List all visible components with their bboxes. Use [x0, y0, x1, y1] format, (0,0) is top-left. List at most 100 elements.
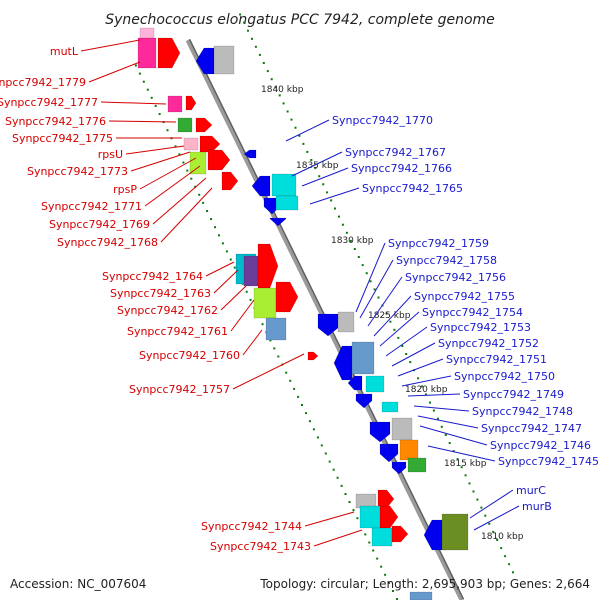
tick-dot: [460, 466, 463, 469]
left-gene-label: Synpcc7942_1771: [41, 200, 142, 213]
kbp-label: 1830 kbp: [331, 236, 374, 246]
left-gene-label: Synpcc7942_1761: [127, 325, 228, 338]
leader-line: [413, 405, 470, 412]
left-gene-label: Synpcc7942_1768: [57, 236, 158, 249]
tick-dot: [249, 298, 252, 301]
tick-dot: [425, 393, 427, 396]
tick-dot: [492, 530, 495, 533]
tick-dot: [166, 129, 169, 132]
gene-1780: [195, 47, 215, 75]
tick-dot: [282, 102, 285, 105]
leader-line: [469, 489, 514, 519]
tick-dot: [349, 239, 352, 242]
gene-1756: [333, 345, 353, 381]
tick-dot: [396, 598, 398, 600]
leader-line: [304, 511, 355, 527]
tick-dot: [452, 450, 455, 453]
tick-dot: [134, 64, 137, 67]
tick-dot: [417, 377, 420, 380]
tick-dot: [318, 175, 321, 178]
left-gene-label: rpsP: [113, 183, 137, 196]
left-gene-label: Synpcc7942_1763: [110, 287, 211, 300]
tick-dot: [476, 498, 479, 501]
gene-1767: [251, 175, 271, 197]
tick-dot: [270, 78, 273, 81]
tick-dot: [468, 482, 471, 485]
kbp-label: 1825 kbp: [368, 311, 411, 321]
tick-dot: [373, 288, 376, 291]
gene-red: [185, 95, 197, 111]
tick-dot: [210, 218, 213, 221]
tick-dot: [332, 468, 335, 471]
leader-line: [220, 285, 247, 311]
right-gene-label: Synpcc7942_1747: [481, 422, 582, 435]
tick-dot: [344, 493, 347, 495]
tick-dot: [392, 590, 394, 592]
tick-dot: [310, 159, 313, 161]
tick-dot: [444, 433, 447, 436]
right-gene-label: Synpcc7942_1770: [332, 114, 433, 127]
leader-line: [427, 445, 496, 462]
leader-line: [367, 276, 403, 327]
tick-dot: [251, 37, 253, 40]
gene-mutL-red: [157, 37, 181, 69]
left-gene-label: Synpcc7942_1757: [129, 383, 230, 396]
tick-dot: [440, 425, 443, 428]
left-gene-label: Synpcc7942_1776: [5, 115, 106, 128]
leader-line: [407, 393, 461, 397]
label-leader-lines: [80, 39, 520, 547]
leader-line: [139, 157, 197, 190]
tick-dot: [316, 436, 319, 439]
tick-dot: [142, 80, 145, 83]
right-gene-label: Synpcc7942_1745: [498, 455, 599, 468]
tick-dot: [225, 250, 228, 253]
leader-line: [355, 242, 386, 313]
tick-dot: [266, 70, 269, 73]
tick-dot: [277, 355, 280, 358]
leader-line: [205, 261, 235, 277]
tick-dot: [320, 444, 323, 447]
tick-dot: [448, 442, 451, 444]
tick-dot: [372, 549, 375, 552]
kbp-label: 1820 kbp: [405, 385, 448, 395]
right-gene-label: Synpcc7942_1746: [490, 439, 591, 452]
leader-line: [108, 120, 177, 123]
leader-line: [359, 259, 394, 319]
right-gene-label: Synpcc7942_1766: [351, 162, 452, 175]
right-gene-label: Synpcc7942_1755: [414, 290, 515, 303]
gene-1745: [407, 457, 427, 473]
leader-line: [152, 177, 207, 225]
accession-label: Accession: NC_007604: [10, 577, 146, 591]
gene-small-b: [391, 461, 407, 475]
tick-dot: [421, 385, 424, 388]
gene-red-low: [377, 489, 395, 509]
right-gene-label: Synpcc7942_1759: [388, 237, 489, 250]
leader-line: [385, 326, 428, 357]
left-gene-label: Synpcc7942_1775: [12, 132, 113, 145]
tick-dot: [432, 409, 435, 412]
tick-dot: [294, 126, 297, 129]
tick-dot: [324, 452, 327, 455]
tick-dot: [326, 191, 329, 194]
gene-1775: [195, 117, 213, 133]
tick-dot: [352, 509, 355, 512]
right-gene-label: Synpcc7942_1767: [345, 146, 446, 159]
kbp-label: 1835 kbp: [296, 161, 339, 171]
tick-dot: [285, 371, 288, 374]
tick-dot: [202, 201, 205, 204]
gene-rpsP: [207, 149, 231, 171]
leader-line: [301, 167, 349, 187]
tick-dot: [298, 134, 301, 137]
tick-dot: [322, 183, 325, 186]
tick-dot: [429, 401, 431, 404]
tick-dot: [472, 490, 475, 493]
right-gene-label: Synpcc7942_1753: [430, 321, 531, 334]
tick-dot: [229, 258, 232, 261]
right-gene-label: Synpcc7942_1765: [362, 182, 463, 195]
tick-dot: [388, 581, 391, 584]
tick-dot: [389, 320, 392, 323]
leader-line: [313, 529, 363, 547]
tick-dot: [397, 336, 400, 339]
tick-dot: [464, 474, 467, 477]
gene-1743: [371, 527, 393, 547]
